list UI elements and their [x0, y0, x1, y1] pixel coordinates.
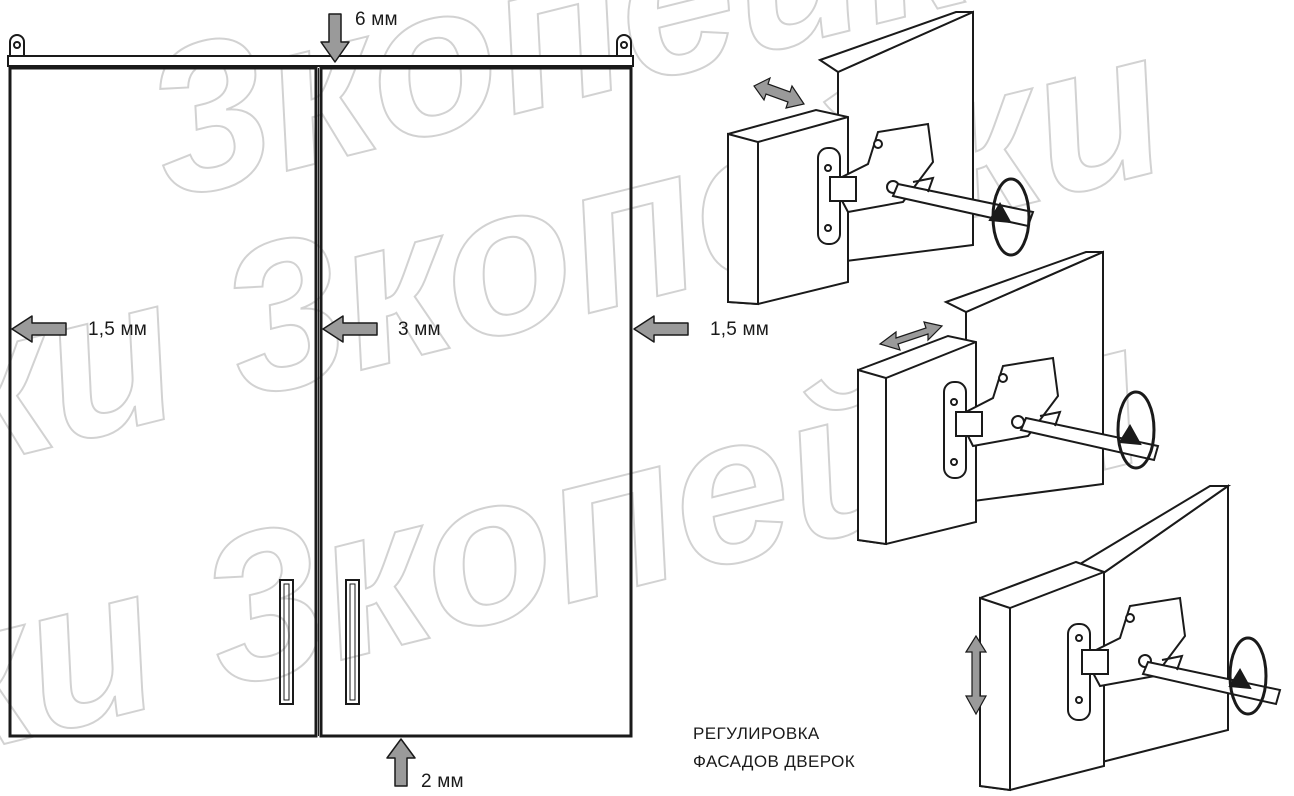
- cabinet: [7, 34, 634, 738]
- caption-line-1: РЕГУЛИРОВКА: [693, 724, 820, 743]
- right-gap-arrow: [633, 315, 689, 343]
- right-door: [319, 66, 633, 738]
- top-gap-arrow: [320, 13, 350, 63]
- hinge-detail-3: [964, 484, 1282, 792]
- hinge-detail-2: [857, 250, 1160, 546]
- center-gap-arrow: [322, 315, 378, 343]
- left-door: [8, 66, 318, 738]
- hinge-detail-1: [727, 10, 1035, 306]
- cabinet-top: [7, 55, 634, 67]
- gap-arrows: [11, 13, 689, 787]
- left-handle: [279, 579, 294, 705]
- right-gap-label: 1,5 мм: [710, 319, 770, 340]
- left-eyelet: [9, 34, 25, 56]
- bottom-gap-label: 2 мм: [421, 771, 464, 792]
- top-gap-label: 6 мм: [355, 9, 398, 30]
- caption-line-2: ФАСАДОВ ДВЕРОК: [693, 752, 856, 771]
- bottom-gap-arrow: [386, 738, 416, 787]
- left-gap-arrow: [11, 315, 67, 343]
- right-eyelet: [616, 34, 632, 56]
- center-gap-label: 3 мм: [398, 319, 441, 340]
- left-gap-label: 1,5 мм: [88, 319, 148, 340]
- right-handle: [345, 579, 360, 705]
- adjustment-caption: РЕГУЛИРОВКА ФАСАДОВ ДВЕРОК: [693, 720, 855, 776]
